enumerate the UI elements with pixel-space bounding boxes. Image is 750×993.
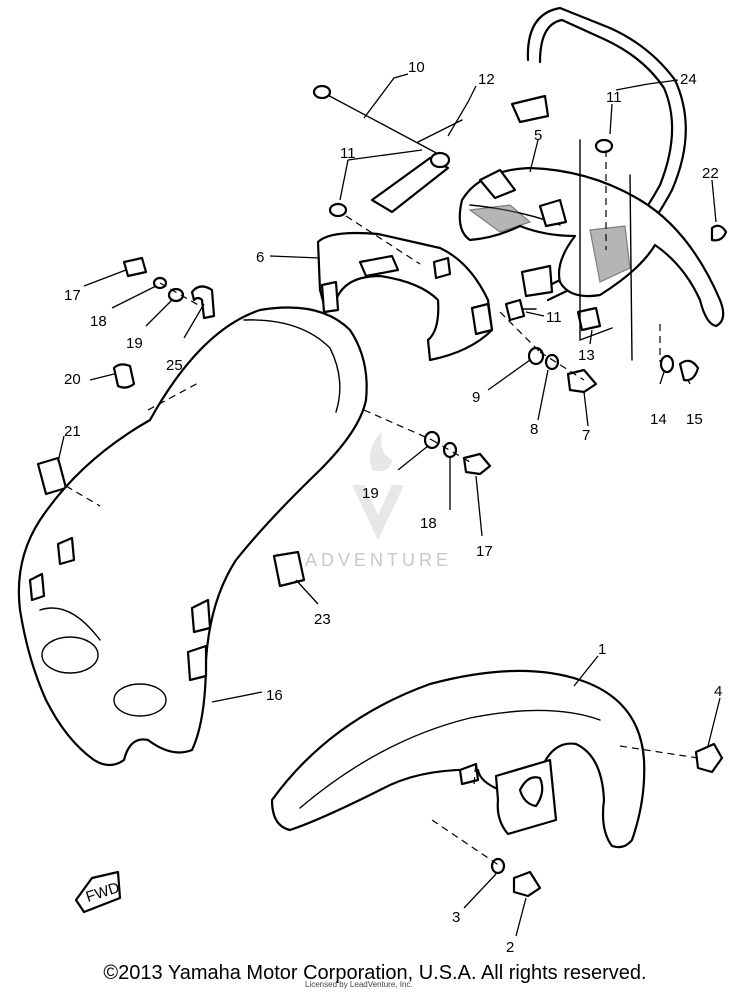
callout-8: 8 <box>530 421 538 438</box>
label-tag-23 <box>272 550 306 588</box>
bolt-17-lower <box>462 452 492 476</box>
washer-18-lower <box>442 441 458 459</box>
callout-21: 21 <box>64 423 81 440</box>
callout-labels: 10 12 24 11 11 5 22 6 11 13 9 8 7 14 15 … <box>64 59 722 956</box>
licensed-note: Licensed by LeadVenture, Inc. <box>305 980 413 989</box>
callout-11-left: 11 <box>340 145 356 162</box>
clip-20 <box>112 363 136 389</box>
callout-1: 1 <box>598 641 606 658</box>
collar <box>328 202 348 218</box>
watermark-logo <box>352 432 404 540</box>
callout-12: 12 <box>478 71 495 88</box>
bolt-2 <box>512 870 542 898</box>
callout-11-top: 11 <box>606 89 622 106</box>
watermark-text: LEADVENTURE <box>275 550 452 570</box>
callout-4: 4 <box>714 683 722 700</box>
callout-10: 10 <box>408 59 425 76</box>
callout-2: 2 <box>506 939 514 956</box>
callout-11-mid: 11 <box>546 309 562 326</box>
alignment-lines <box>65 139 699 867</box>
bolt-7 <box>566 368 598 394</box>
rear-fender <box>458 166 728 328</box>
stay-bracket <box>370 151 451 214</box>
callout-7: 7 <box>582 427 590 444</box>
long-bolt <box>312 84 443 157</box>
bolt-11 <box>504 298 537 322</box>
callout-23: 23 <box>314 611 331 628</box>
copyright-notice: ©2013 Yamaha Motor Corporation, U.S.A. A… <box>103 962 647 984</box>
bolt-17-upper <box>122 256 148 278</box>
bolt-13 <box>576 306 602 332</box>
callout-9: 9 <box>472 389 480 406</box>
callout-18-lower: 18 <box>420 515 437 532</box>
callout-22: 22 <box>702 165 719 182</box>
inner-fender-16 <box>17 306 368 767</box>
cap-nut-15 <box>678 359 700 382</box>
callout-16: 16 <box>266 687 283 704</box>
nut-14 <box>659 354 675 374</box>
callout-5: 5 <box>534 127 542 144</box>
callout-25: 25 <box>166 357 183 374</box>
reflector-4 <box>694 742 724 774</box>
fwd-arrow <box>74 870 122 914</box>
callout-15: 15 <box>686 411 703 428</box>
callout-17-upper: 17 <box>64 287 81 304</box>
callout-13: 13 <box>578 347 595 364</box>
callout-19-lower: 19 <box>362 485 379 502</box>
clamp-25 <box>190 285 216 320</box>
holder-21 <box>36 456 68 496</box>
front-fender-1 <box>270 669 646 849</box>
callout-18-upper: 18 <box>90 313 107 330</box>
callout-17-lower: 17 <box>476 543 493 560</box>
callout-14: 14 <box>650 411 667 428</box>
callout-24: 24 <box>680 71 697 88</box>
collar <box>594 138 614 154</box>
callout-19-upper: 19 <box>126 335 143 352</box>
callout-3: 3 <box>452 909 460 926</box>
washer-8 <box>544 353 560 371</box>
washer-9 <box>527 346 545 366</box>
washer-19-upper <box>167 287 185 303</box>
callout-20: 20 <box>64 371 81 388</box>
leader-lines <box>57 73 721 937</box>
fender-bracket <box>316 231 494 362</box>
callout-6: 6 <box>256 249 264 266</box>
